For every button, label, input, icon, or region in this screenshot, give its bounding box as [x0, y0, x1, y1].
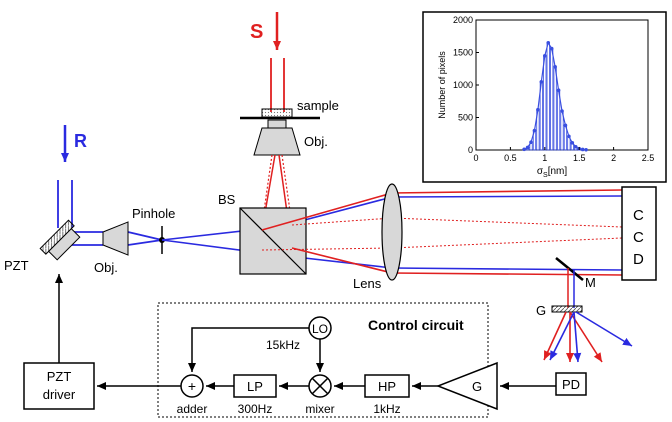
lp-label: LP	[247, 379, 263, 394]
sample-beam-dotted-to-ccd	[261, 217, 623, 251]
photodiode: PD	[555, 372, 587, 396]
histogram-point	[567, 134, 571, 139]
histogram-x-tick-label: 0	[473, 153, 478, 163]
histogram-y-axis: 0 500 1000 1500 2000	[453, 15, 479, 155]
histogram-x-tick-label: 0.5	[504, 153, 517, 163]
histogram-x-axis: 0 0.5 1 1.5 2 2.5	[473, 147, 654, 163]
histogram-point	[573, 144, 578, 149]
histogram-point	[584, 148, 588, 152]
histogram-x-tick-label: 2	[611, 153, 616, 163]
sample-beam-to-ccd	[261, 189, 623, 276]
histogram-y-tick-label: 0	[468, 145, 473, 155]
histogram-x-label: σS[nm]	[537, 166, 568, 179]
objective-top	[253, 119, 301, 156]
ccd-letter: D	[633, 251, 644, 268]
adder-label: adder	[177, 402, 208, 416]
mirror-m	[555, 257, 584, 281]
signal-wires	[55, 274, 556, 390]
adder: +	[180, 374, 204, 398]
objective-left	[102, 221, 129, 256]
hp-frequency: 1kHz	[373, 402, 400, 416]
sample-beam-lines	[270, 58, 285, 112]
low-pass-filter: LP	[233, 374, 277, 398]
histogram-x-tick-label: 1	[542, 153, 547, 163]
histogram-point	[522, 147, 526, 152]
lens	[381, 183, 403, 281]
histogram-y-tick-label: 2000	[453, 15, 473, 25]
beam-splitter	[239, 207, 307, 275]
ccd-letter: C	[633, 229, 644, 246]
diffracted-beams	[543, 311, 633, 363]
histogram-point	[543, 53, 547, 58]
pzt-driver-label: PZT	[47, 369, 72, 384]
ccd: C C D	[621, 186, 657, 281]
photodiode-label: PD	[562, 377, 580, 392]
histogram-y-label: Number of pixels	[437, 51, 447, 119]
histogram-point	[539, 79, 544, 84]
histogram-point	[529, 140, 533, 144]
high-pass-filter: HP	[364, 374, 410, 398]
pzt-driver-label: driver	[43, 387, 76, 402]
histogram-x-tick-label: 1.5	[573, 153, 586, 163]
grating-label: G	[536, 303, 546, 318]
histogram-point	[570, 141, 575, 145]
objective-left-label: Obj.	[94, 260, 118, 275]
lo-label: LO	[312, 322, 328, 336]
local-oscillator: LO	[308, 316, 332, 340]
sample-stage	[240, 108, 320, 120]
pinhole-label: Pinhole	[132, 206, 175, 221]
objective-top-label: Obj.	[304, 134, 328, 149]
gain-label: G	[472, 379, 482, 394]
ccd-letter: C	[633, 207, 644, 224]
histogram-point	[525, 145, 530, 150]
control-circuit-title: Control circuit	[368, 317, 464, 333]
histogram-point	[560, 109, 564, 113]
pzt-driver: PZT driver	[23, 362, 95, 410]
histogram-y-tick-label: 1000	[453, 80, 473, 90]
lp-frequency: 300Hz	[238, 402, 273, 416]
grating	[551, 305, 583, 313]
histogram-bars	[522, 40, 588, 152]
histogram-inset: 0 0.5 1 1.5 2 2.5 0 500 1000 1500 2000 σS[nm] Num…	[422, 11, 667, 183]
mixer-label: mixer	[305, 402, 334, 416]
histogram-point	[553, 65, 557, 69]
lo-frequency: 15kHz	[266, 338, 300, 352]
reference-beam-label: R	[74, 131, 87, 151]
histogram-point	[556, 88, 561, 92]
mirror-label: M	[585, 275, 596, 290]
histogram-point	[549, 46, 554, 51]
histogram-y-tick-label: 500	[458, 113, 473, 123]
sample-label: sample	[297, 98, 339, 113]
histogram-point	[536, 107, 540, 112]
histogram-point	[563, 123, 568, 128]
histogram-point	[546, 40, 551, 45]
adder-symbol: +	[188, 378, 196, 394]
histogram-x-tick-label: 2.5	[642, 153, 655, 163]
hp-label: HP	[378, 379, 396, 394]
beam-splitter-label: BS	[218, 192, 236, 207]
reference-beam-lines	[57, 180, 163, 246]
lens-label: Lens	[353, 276, 382, 291]
pzt-mirror	[39, 219, 81, 261]
sample-beam-label: S	[250, 21, 263, 43]
mixer	[308, 374, 332, 398]
gain-amplifier: G	[435, 361, 498, 411]
histogram-y-tick-label: 1500	[453, 48, 473, 58]
pickoff-beams	[567, 268, 575, 308]
pzt-label: PZT	[4, 258, 29, 273]
control-circuit-box	[157, 302, 489, 418]
histogram-point	[532, 128, 537, 133]
histogram-point	[580, 147, 585, 152]
